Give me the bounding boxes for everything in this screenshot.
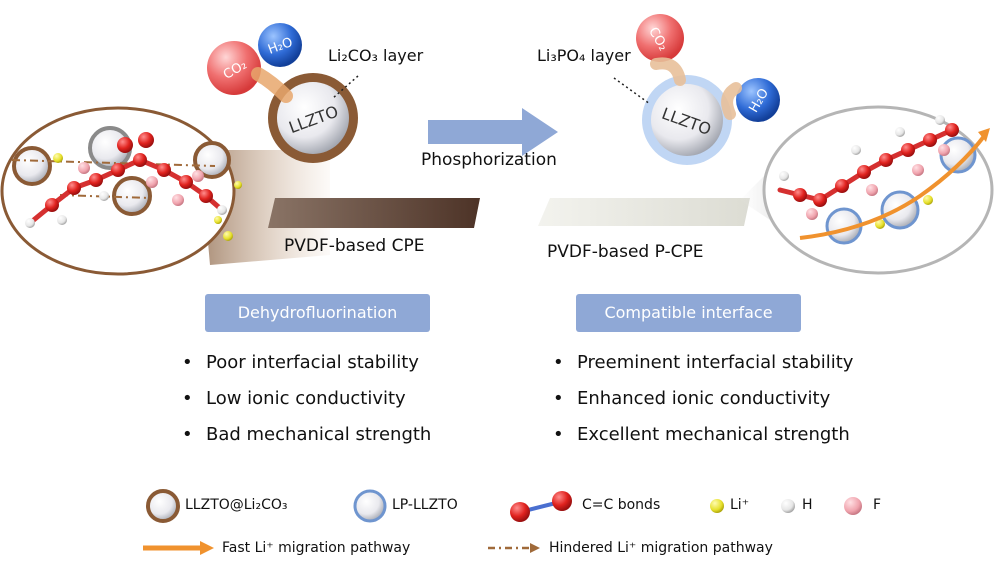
legend-li-icon: [710, 499, 724, 513]
legend-llzto-li2co3-label: LLZTO@Li₂CO₃: [185, 497, 288, 513]
right-fast-pathway: [799, 133, 987, 240]
legend-cc-bond-icon: [510, 491, 572, 522]
left-bullet-2: Low ionic conductivity: [178, 386, 431, 422]
right-h2o-deflect: [721, 82, 742, 120]
legend-llzto-li2co3-icon: [146, 489, 180, 523]
left-h2o-molecule: [258, 23, 302, 67]
right-fast-pathway-head: [978, 128, 990, 142]
left-bullet-3: Bad mechanical strength: [178, 422, 431, 458]
right-bullet-list: Preeminent interfacial stability Enhance…: [549, 350, 853, 458]
cpe-label: PVDF-based CPE: [284, 236, 425, 256]
left-layer-leader: [332, 75, 359, 99]
left-bullet-list: Poor interfacial stability Low ionic con…: [178, 350, 431, 458]
left-llzto-core: [277, 82, 349, 154]
legend-hindered-arrow-head: [530, 543, 540, 553]
li3po4-layer-label: Li₃PO₄ layer: [537, 46, 631, 65]
left-attack-arrow: [251, 67, 293, 103]
pcpe-label: PVDF-based P-CPE: [547, 242, 704, 262]
right-co2-deflect: [650, 57, 686, 86]
legend-cc-bonds-label: C=C bonds: [582, 497, 661, 513]
phosphorization-arrow: [428, 108, 558, 156]
legend-fast-arrow-head: [200, 541, 214, 555]
legend-li-label: Li⁺: [730, 497, 750, 513]
phosphorization-label: Phosphorization: [421, 150, 557, 170]
left-polymer-chain: [27, 157, 225, 226]
right-bullet-1: Preeminent interfacial stability: [549, 350, 853, 386]
right-film: [538, 198, 750, 226]
legend-lp-llzto-icon: [353, 489, 387, 523]
legend-hindered-path-label: Hindered Li⁺ migration pathway: [549, 540, 773, 556]
li2co3-layer-label: Li₂CO₃ layer: [328, 46, 424, 65]
right-co2-molecule: [636, 14, 684, 62]
legend-lp-llzto-label: LP-LLZTO: [392, 497, 458, 513]
left-film: [268, 198, 480, 228]
left-bullet-1: Poor interfacial stability: [178, 350, 431, 386]
right-atoms: [779, 115, 959, 229]
right-h2o-molecule: [736, 78, 780, 122]
compatible-interface-badge: Compatible interface: [576, 294, 801, 332]
legend-f-label: F: [873, 497, 882, 513]
dehydrofluorination-badge: Dehydrofluorination: [205, 294, 430, 332]
right-bullet-2: Enhanced ionic conductivity: [549, 386, 853, 422]
legend-h-label: H: [802, 497, 813, 513]
left-atoms: [25, 132, 242, 241]
right-bullet-3: Excellent mechanical strength: [549, 422, 853, 458]
legend-fast-path-label: Fast Li⁺ migration pathway: [222, 540, 411, 556]
left-bubble-particles: [11, 126, 231, 216]
legend-h-icon: [781, 499, 795, 513]
right-llzto-core: [651, 84, 723, 156]
left-co2-molecule: [207, 41, 261, 95]
right-layer-leader: [613, 77, 651, 105]
legend-f-icon: [844, 497, 862, 515]
